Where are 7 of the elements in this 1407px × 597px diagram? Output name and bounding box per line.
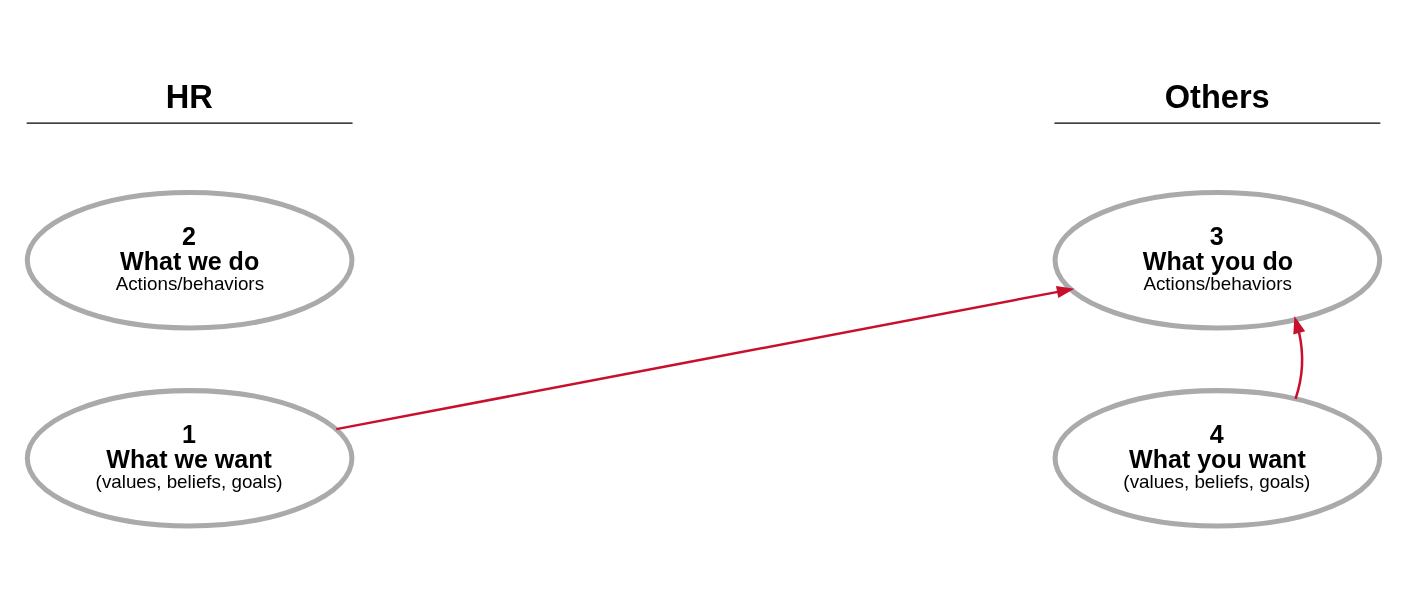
label: HR bbox=[165, 78, 213, 115]
arrow bbox=[336, 285, 1075, 431]
node-ellipse: 1 What we want (values, beliefs, goals) bbox=[24, 388, 355, 529]
node-ellipse: 4 What you want (values, beliefs, goals) bbox=[1052, 388, 1383, 529]
node-ellipse: 2 What we do Actions/behaviors bbox=[24, 190, 355, 331]
label: Others bbox=[1164, 78, 1270, 115]
arrow bbox=[1293, 316, 1306, 400]
